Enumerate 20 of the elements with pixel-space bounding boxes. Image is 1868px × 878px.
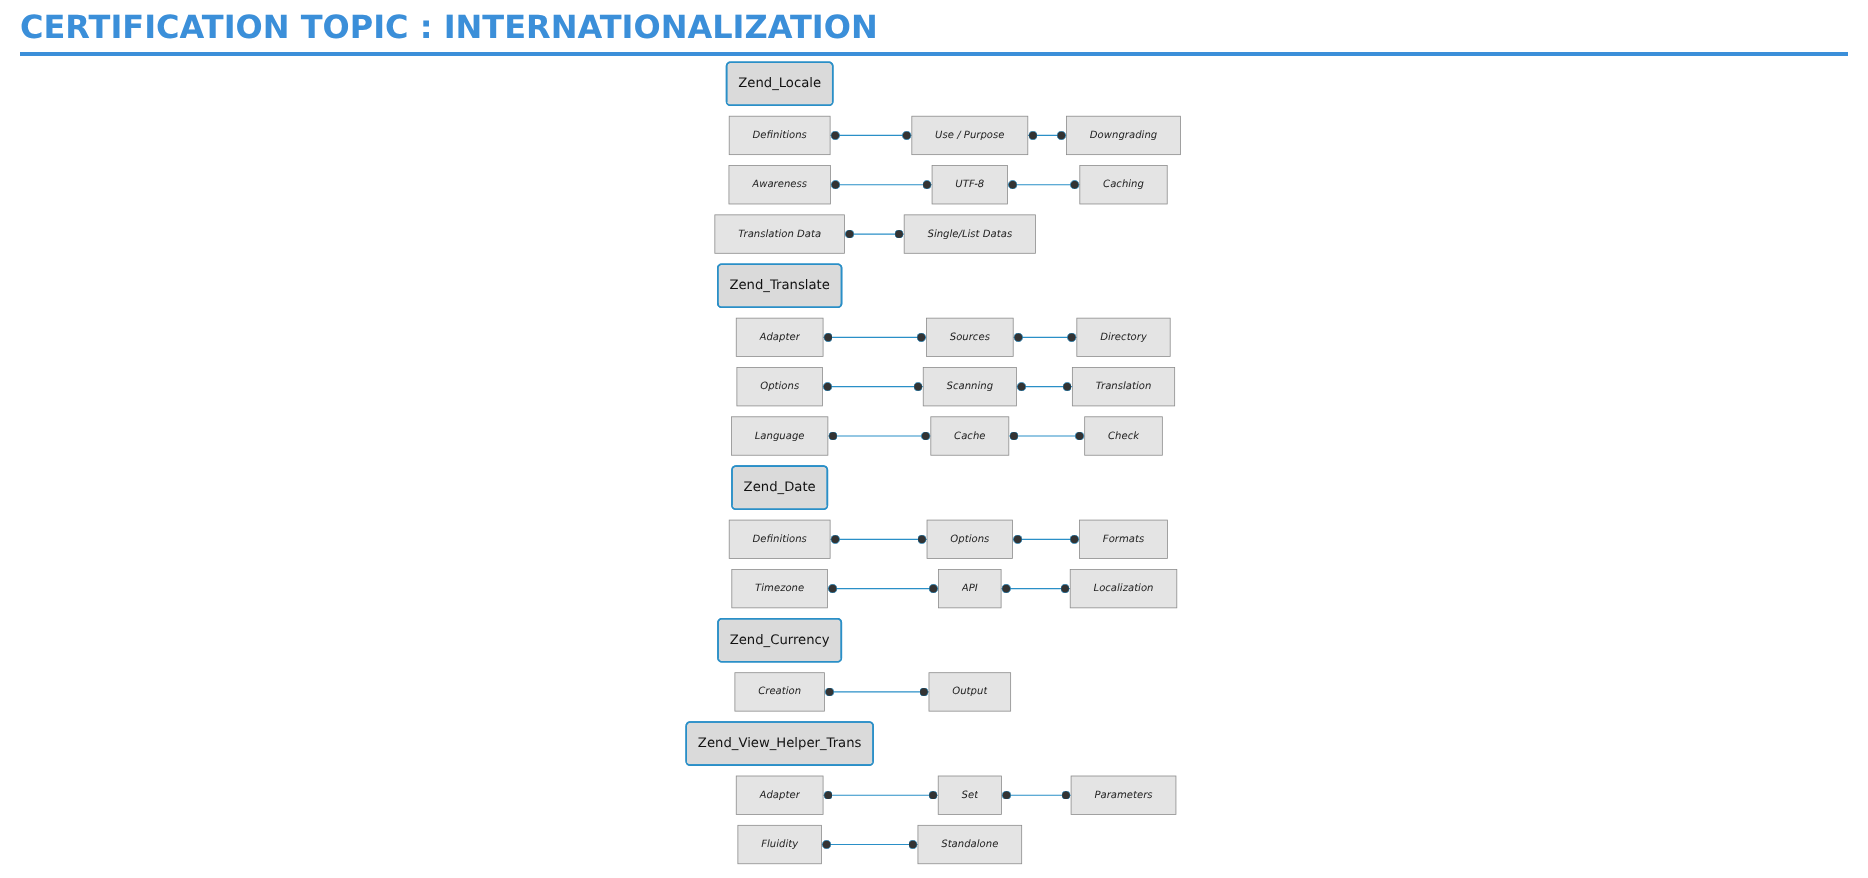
connector <box>824 687 931 697</box>
connector <box>1012 534 1081 544</box>
connector <box>844 229 906 239</box>
connector <box>830 180 934 190</box>
connector <box>822 382 925 392</box>
connector <box>827 431 933 441</box>
connector <box>1001 790 1073 800</box>
connector <box>830 130 914 141</box>
connector <box>830 534 929 544</box>
connector <box>823 332 928 343</box>
connector <box>1007 180 1081 190</box>
connector <box>1001 583 1072 594</box>
connector <box>1008 431 1086 441</box>
connector <box>1013 332 1079 343</box>
title: CERTIFICATION TOPIC : INTERNATIONALIZATION <box>20 8 1848 56</box>
connector <box>1027 130 1068 141</box>
connector <box>821 839 920 850</box>
connector <box>1016 382 1074 392</box>
connector <box>827 583 940 594</box>
connector <box>823 790 940 800</box>
